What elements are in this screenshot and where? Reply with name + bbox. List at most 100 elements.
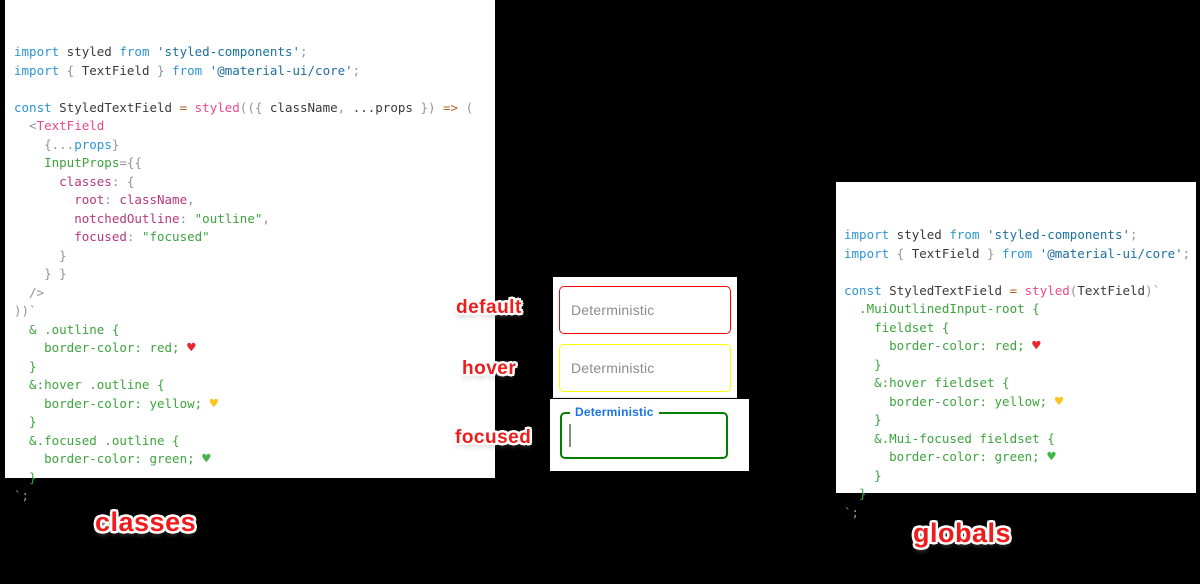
code-token: }: [844, 486, 867, 501]
code-token: border-color: green;: [844, 449, 1048, 464]
code-token: &.focused .outline {: [14, 432, 180, 448]
heart-icon: ♥: [202, 451, 211, 467]
code-token: ...props: [352, 99, 413, 115]
code-token: :: [179, 210, 195, 226]
code-line: import styled from 'styled-components';: [14, 43, 489, 62]
textfield-default-label: Deterministic: [571, 302, 655, 318]
code-line: ))`: [14, 302, 489, 321]
heart-icon: ♥: [1054, 393, 1064, 410]
code-token: <: [14, 118, 37, 133]
code-line: }: [844, 485, 1192, 504]
code-token: TextField: [36, 118, 105, 133]
code-token: fieldset {: [844, 319, 950, 335]
code-token: }: [979, 245, 1003, 261]
code-line: root: className,: [14, 191, 489, 210]
textfield-default[interactable]: Deterministic: [559, 286, 731, 334]
code-token: } }: [14, 266, 67, 281]
code-token: focused: [14, 229, 127, 244]
heart-icon: ♥: [209, 395, 219, 412]
code-token: import: [14, 62, 60, 78]
code-token: styled: [59, 44, 120, 59]
code-token: (({: [239, 99, 270, 115]
code-line: {...props}: [14, 136, 489, 155]
code-token: )`: [1145, 282, 1161, 298]
code-token: `;: [14, 488, 30, 503]
code-token: {...: [14, 136, 75, 152]
code-token: from: [172, 62, 203, 78]
code-token: styled: [194, 99, 240, 115]
code-token: classes: [14, 173, 112, 189]
code-token: ))`: [14, 303, 37, 318]
code-line: border-color: green; ♥: [844, 448, 1192, 467]
code-line: }: [14, 247, 489, 266]
code-line: [14, 80, 489, 99]
code-token: InputProps: [14, 155, 120, 170]
code-line: }: [844, 467, 1192, 486]
code-token: &.Mui-focused fieldset {: [844, 430, 1055, 446]
code-token: className: [119, 192, 188, 207]
code-line: .MuiOutlinedInput-root {: [844, 300, 1192, 319]
globals-code-panel: import styled from 'styled-components';i…: [836, 182, 1196, 520]
code-token: "outline": [194, 210, 263, 226]
textfield-focused[interactable]: Deterministic: [560, 405, 728, 459]
code-token: '@material-ui/core': [202, 62, 353, 78]
code-token: StyledTextField: [881, 282, 1010, 298]
code-token: props: [74, 136, 112, 152]
code-token: (: [458, 99, 474, 115]
textfield-hover-label: Deterministic: [571, 360, 655, 376]
textfield-hover[interactable]: Deterministic: [559, 344, 731, 392]
code-token: styled: [889, 227, 950, 242]
code-token: }: [844, 467, 882, 483]
code-line: border-color: red; ♥: [844, 337, 1192, 356]
code-token: ,: [187, 192, 195, 207]
code-token: :: [126, 229, 142, 244]
code-line: border-color: yellow; ♥: [844, 393, 1192, 412]
code-token: border-color: red;: [14, 340, 188, 355]
code-token: border-color: red;: [844, 338, 1033, 353]
code-line: border-color: green; ♥: [14, 450, 489, 469]
classes-code-lines: import styled from 'styled-components';i…: [5, 37, 495, 512]
code-line: }: [14, 358, 489, 377]
code-token: [1017, 283, 1025, 298]
code-line: import { TextField } from '@material-ui/…: [844, 245, 1192, 264]
code-token: TextField: [911, 245, 980, 261]
code-token: ;: [1182, 245, 1191, 261]
heart-icon: ♥: [1032, 338, 1041, 354]
code-token: }: [844, 412, 882, 427]
code-line: <TextField: [14, 117, 489, 136]
code-token: .MuiOutlinedInput-root {: [844, 301, 1040, 316]
code-token: TextField: [81, 62, 150, 78]
code-line: } }: [14, 265, 489, 284]
code-line: [844, 263, 1192, 282]
code-line: &.Mui-focused fieldset {: [844, 430, 1192, 449]
code-token: &:hover .outline {: [14, 377, 165, 392]
code-token: :: [104, 192, 120, 207]
code-token: const: [14, 99, 52, 115]
code-token: }: [149, 62, 173, 78]
code-token: }: [844, 356, 882, 372]
classes-code-panel: import styled from 'styled-components';i…: [5, 0, 495, 503]
code-token: from: [119, 44, 150, 59]
code-token: StyledTextField: [51, 99, 180, 115]
code-token: }: [14, 247, 67, 263]
code-line: border-color: red; ♥: [14, 339, 489, 358]
code-token: border-color: green;: [14, 451, 203, 466]
code-line: &.focused .outline {: [14, 432, 489, 451]
code-line: `;: [14, 487, 489, 506]
code-token: {: [59, 62, 82, 78]
state-label-focused: focused: [455, 427, 532, 448]
code-line: }: [844, 411, 1192, 430]
state-label-default: default: [456, 297, 522, 318]
code-token: border-color: yellow;: [14, 395, 210, 411]
code-token: import: [844, 227, 890, 242]
code-token: ;: [352, 62, 361, 78]
caption-globals: globals: [913, 518, 1012, 548]
text-caret: [569, 424, 571, 447]
code-token: from: [1002, 245, 1033, 261]
code-line: }: [14, 413, 489, 432]
code-token: ;: [1130, 227, 1138, 242]
code-token: const: [844, 282, 882, 298]
code-token: =: [1009, 282, 1018, 298]
code-token: root: [14, 192, 105, 207]
code-token: 'styled-components': [149, 44, 300, 59]
